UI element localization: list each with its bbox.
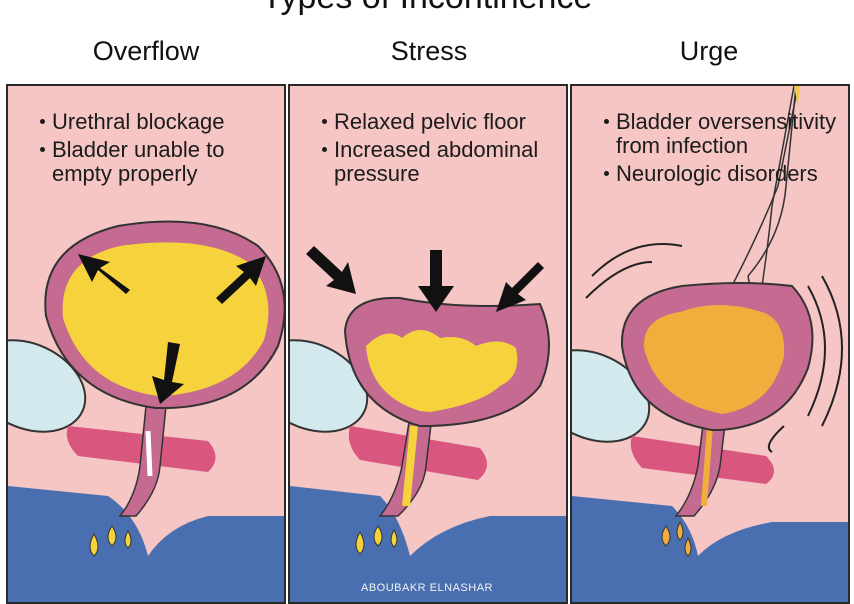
drip-3 [684, 536, 692, 557]
drip-1 [107, 525, 117, 547]
floor-region-right [148, 516, 284, 602]
urethra [674, 415, 727, 517]
urethra [118, 405, 167, 517]
floor-region [8, 486, 148, 602]
arrow-down-left [306, 246, 356, 294]
floor-region-right [698, 522, 848, 602]
urge-illustration [572, 86, 848, 602]
arrow-up-left [78, 254, 130, 294]
diagram-title: Types of Incontinence [0, 0, 854, 17]
drip-3 [390, 528, 398, 548]
floor-region-right [410, 516, 566, 602]
drip-1 [661, 525, 671, 547]
drip-2 [89, 532, 99, 557]
pubic-bone [290, 339, 369, 433]
contraction-lines [585, 243, 843, 453]
panel-stress: Relaxed pelvic floor Increased abdominal… [288, 84, 568, 604]
panel-heading-overflow: Overflow [92, 36, 200, 66]
bullet-item: Bladder oversensitivity from infection [604, 110, 848, 158]
urine [643, 305, 785, 414]
stress-illustration [290, 246, 566, 602]
drip-1 [373, 525, 383, 547]
panel-heading-urge: Urge [679, 36, 739, 66]
floor-region [572, 496, 698, 602]
overflow-illustration [8, 220, 284, 602]
urge-bullets: Bladder oversensitivity from infection N… [604, 110, 848, 190]
urine [366, 330, 518, 412]
bullet-item: Bladder unable to empty properly [40, 138, 284, 186]
drip-3 [124, 529, 132, 549]
panel-heading-stress: Stress [390, 36, 468, 66]
stress-bullets: Relaxed pelvic floor Increased abdominal… [322, 110, 566, 190]
author-credit: ABOUBAKR ELNASHAR [361, 582, 493, 594]
panel-urge: Bladder oversensitivity from infection N… [570, 84, 850, 604]
bullet-item: Urethral blockage [40, 110, 284, 134]
bullet-item: Increased abdominal pressure [322, 138, 566, 186]
arrow-down-right [496, 262, 544, 312]
arrow-down [152, 342, 184, 404]
arrow-up-right [216, 256, 266, 304]
bullet-item: Relaxed pelvic floor [322, 110, 566, 134]
pubic-bone [572, 349, 651, 443]
drip-2 [355, 530, 365, 555]
drip-2 [676, 520, 684, 541]
overflow-bullets: Urethral blockage Bladder unable to empt… [40, 110, 284, 190]
arrow-down-center [418, 250, 454, 312]
bullet-item: Neurologic disorders [604, 162, 848, 186]
panel-overflow: Urethral blockage Bladder unable to empt… [6, 84, 286, 604]
pubic-bone [8, 339, 87, 433]
